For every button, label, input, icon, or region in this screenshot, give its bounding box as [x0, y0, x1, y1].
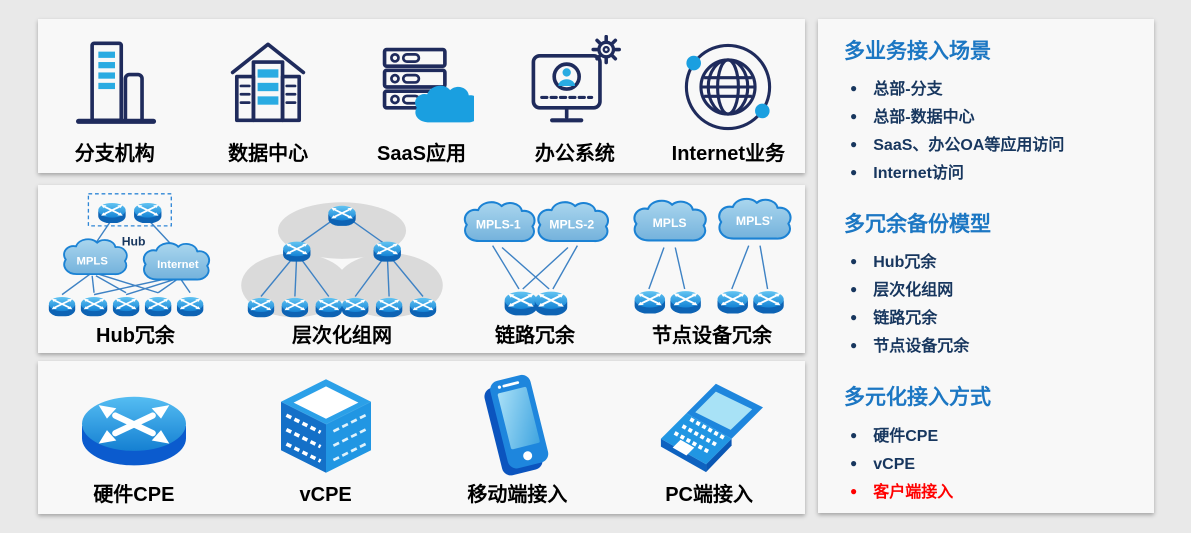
router-icon: [112, 296, 141, 317]
hub-redundancy-diagram: MPLS Internet Hub: [47, 193, 211, 317]
bullet-item: 层次化组网: [850, 277, 1128, 305]
bullet-item: Internet访问: [850, 160, 1128, 188]
router-icon: [176, 296, 205, 317]
sidebar-section-title: 多冗余备份模型: [844, 213, 991, 237]
gear-icon: [591, 35, 621, 65]
bullet-list: 硬件CPE vCPE 客户端接入: [844, 423, 1128, 507]
service-data-center: 数据中心: [191, 19, 344, 173]
service-branch-office: 分支机构: [38, 19, 191, 173]
router-icon: [133, 202, 163, 224]
service-label: 分支机构: [74, 143, 155, 165]
bullet-item-highlighted: 客户端接入: [850, 479, 1128, 507]
sidebar: 多业务接入场景 总部-分支 总部-数据中心 SaaS、办公OA等应用访问 Int…: [818, 19, 1154, 513]
vcpe-server-icon: [280, 379, 371, 473]
bullet-item: 链路冗余: [850, 305, 1128, 333]
orbit-dot: [686, 55, 702, 71]
branch-office-icon: [75, 41, 156, 124]
router-icon: [408, 297, 438, 318]
router-icon: [282, 240, 312, 262]
router-icon: [533, 290, 569, 316]
service-saas: SaaS应用: [345, 19, 498, 173]
hierarchical-network-diagram: [241, 202, 443, 318]
access-pc: PC端接入: [613, 361, 805, 514]
sidebar-section-title: 多业务接入场景: [844, 40, 991, 63]
topology-hub-redundancy: MPLS Internet Hub Hub冗余: [38, 185, 233, 353]
bullet-item: 总部-数据中心: [850, 104, 1128, 132]
internet-service-icon: [685, 43, 772, 131]
hardware-cpe-icon: [81, 396, 186, 466]
bullet-item: 节点设备冗余: [850, 333, 1128, 361]
router-icon: [97, 202, 127, 224]
router-icon: [144, 296, 173, 317]
router-icon: [503, 290, 539, 316]
services-panel: 分支机构 数据中心: [38, 19, 805, 173]
router-icon: [80, 296, 109, 317]
router-icon: [375, 297, 404, 318]
sidebar-section-scenarios: 多业务接入场景 总部-分支 总部-数据中心 SaaS、办公OA等应用访问 Int…: [844, 39, 1128, 188]
access-label: vCPE: [299, 484, 352, 506]
bullet-item: Hub冗余: [850, 249, 1128, 277]
sidebar-section-title: 多元化接入方式: [844, 386, 991, 410]
orbit-dot: [755, 103, 770, 119]
service-label: Internet业务: [671, 143, 785, 165]
service-label: 办公系统: [534, 143, 615, 165]
service-label: 数据中心: [228, 143, 309, 165]
router-icon: [246, 297, 276, 318]
cloud-icon: [414, 85, 474, 123]
node-redundancy-diagram: MPLS MPLS': [633, 197, 792, 314]
router-icon: [327, 204, 357, 226]
service-office-system: 办公系统: [498, 19, 651, 173]
access-label: PC端接入: [665, 484, 754, 506]
bullet-item: vCPE: [850, 451, 1128, 479]
access-hardware-cpe: 硬件CPE: [38, 361, 230, 514]
topology-label: 节点设备冗余: [652, 325, 772, 347]
cloud-label: MPLS': [736, 214, 773, 228]
bullet-list: 总部-分支 总部-数据中心 SaaS、办公OA等应用访问 Internet访问: [844, 76, 1128, 188]
cloud-label: MPLS: [76, 255, 108, 267]
office-system-icon: [531, 35, 621, 123]
topology-label: 链路冗余: [495, 325, 575, 347]
avatar: [558, 68, 575, 86]
link-redundancy-diagram: MPLS-1 MPLS-2: [463, 201, 610, 316]
access-label: 硬件CPE: [93, 484, 175, 506]
hub-label: Hub: [122, 235, 146, 249]
saas-app-icon: [382, 47, 474, 123]
access-vcpe: vCPE: [230, 361, 422, 514]
bullet-list: Hub冗余 层次化组网 链路冗余 节点设备冗余: [844, 249, 1128, 361]
bullet-item: 总部-分支: [850, 76, 1128, 104]
router-icon: [280, 297, 309, 318]
service-internet: Internet业务: [652, 19, 805, 173]
data-center-icon: [230, 42, 306, 123]
cloud-label: MPLS: [653, 216, 687, 230]
router-icon: [372, 240, 402, 262]
mobile-access-icon: [484, 374, 549, 476]
router-icon: [752, 290, 785, 314]
sidebar-section-access: 多元化接入方式 硬件CPE vCPE 客户端接入: [844, 385, 1128, 506]
bullet-item: 硬件CPE: [850, 423, 1128, 451]
router-icon: [341, 297, 370, 318]
topology-node-redundancy: MPLS MPLS' 节点设备冗余: [619, 185, 805, 353]
service-label: SaaS应用: [377, 143, 466, 165]
pc-access-icon: [661, 383, 764, 473]
bullet-item: SaaS、办公OA等应用访问: [850, 132, 1128, 160]
cloud-label: MPLS-1: [476, 218, 521, 232]
router-icon: [669, 290, 702, 314]
redundancy-panel: MPLS Internet Hub Hub冗余: [38, 185, 805, 353]
router-icon: [716, 290, 749, 314]
topology-label: 层次化组网: [292, 325, 392, 347]
access-label: 移动端接入: [467, 484, 568, 506]
router-icon: [633, 290, 667, 314]
cloud-label: MPLS-2: [549, 218, 594, 232]
topology-link-redundancy: MPLS-1 MPLS-2 链路冗余: [451, 185, 619, 353]
access-panel: 硬件CPE vCPE 移动端接入: [38, 361, 805, 514]
router-icon: [47, 296, 77, 317]
sidebar-section-redundancy: 多冗余备份模型 Hub冗余 层次化组网 链路冗余 节点设备冗余: [844, 212, 1128, 361]
cloud-label: Internet: [157, 259, 199, 271]
router-icon: [314, 297, 343, 318]
access-mobile: 移动端接入: [422, 361, 614, 514]
topology-label: Hub冗余: [96, 325, 175, 347]
topology-hierarchical: 层次化组网: [233, 185, 451, 353]
